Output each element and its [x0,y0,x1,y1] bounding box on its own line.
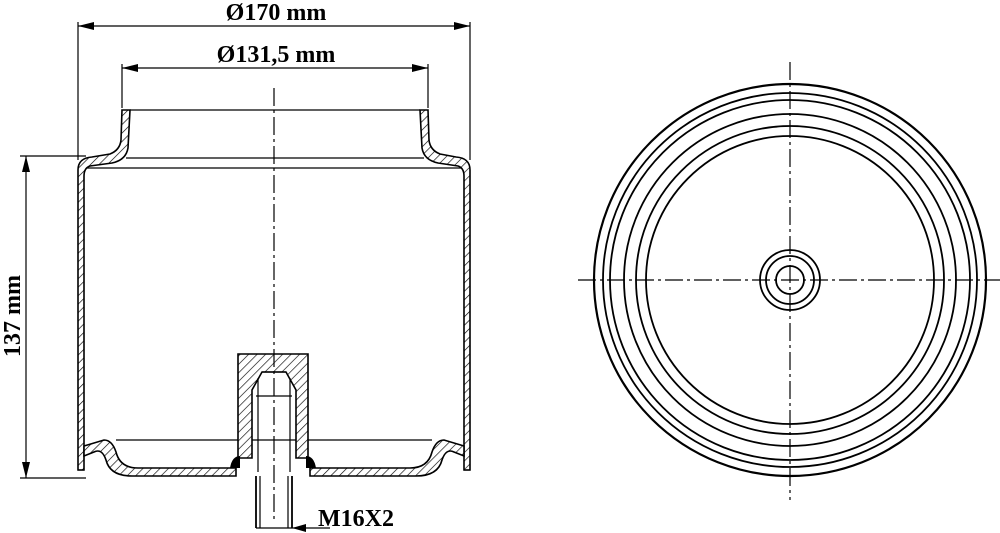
outer-diameter-label: Ø170 mm [226,0,327,26]
thread-stud: M16X2 [255,476,394,532]
stud-housing [230,353,316,472]
inner-diameter-label: Ø131,5 mm [217,42,336,68]
outer-diameter-dimension: Ø170 mm [77,0,471,160]
height-dimension: 137 mm [0,155,86,479]
inner-diameter-dimension: Ø131,5 mm [121,42,429,108]
top-view [578,62,1000,500]
side-section-view: Ø170 mm Ø131,5 mm 137 mm [0,0,471,532]
thread-label: M16X2 [318,506,394,532]
bottom-plate [78,439,470,477]
height-label: 137 mm [0,275,26,357]
